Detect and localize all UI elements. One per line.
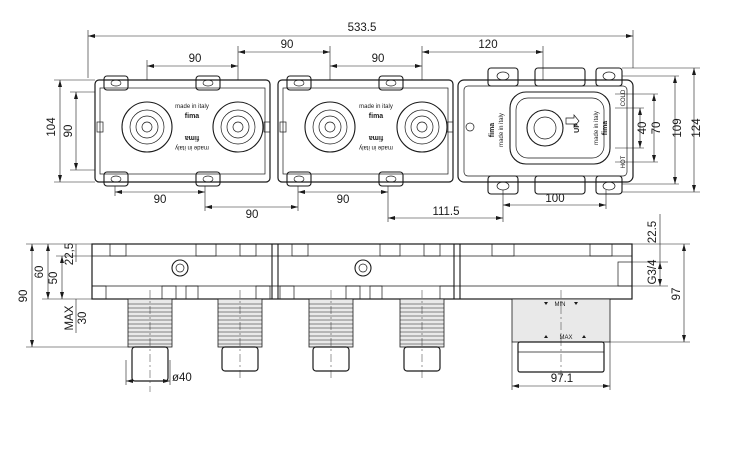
dim-bottom-2: 90: [246, 209, 259, 221]
dim-right-22-5: 22.5: [647, 221, 659, 243]
dim-right-109: 109: [672, 118, 684, 137]
front-view-body: [91, 243, 633, 300]
brand-fima-1b: fima: [185, 134, 200, 141]
dim-bottom-3: 90: [337, 194, 350, 206]
module-middle: made in italy fima made in italy fima: [277, 75, 454, 187]
dim-spacing-2: 90: [281, 39, 294, 51]
dim-right-70: 70: [651, 122, 663, 135]
dim-total-width-label: 533.5: [348, 22, 377, 34]
made-in-italy-1b: made in italy: [175, 144, 209, 150]
brand-fima-2: fima: [369, 113, 384, 120]
made-in-italy-2: made in italy: [359, 104, 393, 110]
dim-spacing-right: 120: [478, 39, 497, 51]
label-cold: COLD: [621, 89, 627, 106]
dim-side-50: 50: [48, 272, 60, 285]
dim-top-spacings: 90 90 90 120: [146, 39, 544, 100]
dim-width-97-1: 97.1: [551, 373, 573, 385]
dim-right-97: 97: [671, 288, 683, 301]
brand-fima-1: fima: [185, 113, 200, 120]
dim-front-right: 22.5 G3/4 97: [610, 214, 690, 343]
dim-right-40: 40: [637, 122, 649, 135]
dim-spacing-3: 90: [372, 53, 385, 65]
dim-left-heights: 104 90: [46, 79, 95, 183]
brand-fima-3: fima: [489, 123, 496, 138]
dim-spacing-1: 90: [189, 53, 202, 65]
label-min: MIN: [555, 302, 566, 308]
dim-side-30: 30: [77, 312, 89, 325]
dim-right-124: 124: [691, 118, 703, 138]
dim-height-90: 90: [63, 125, 75, 138]
dim-side-90: 90: [18, 290, 30, 303]
dim-side-60: 60: [34, 266, 46, 279]
dim-dia-40: ø40: [172, 372, 192, 384]
dim-bottom-5: 100: [545, 193, 564, 205]
label-up: UP: [574, 123, 581, 133]
dim-side-max: MAX: [64, 305, 76, 330]
dim-front-left: 90 60 50 22,5 MAX 30: [18, 243, 130, 348]
made-in-italy-3: made in italy: [499, 113, 505, 147]
dim-right-heights: 40 70 109 124: [615, 67, 703, 193]
dim-side-22-5: 22,5: [64, 243, 76, 265]
dim-bottom-1: 90: [154, 194, 167, 206]
made-in-italy-1: made in italy: [175, 104, 209, 110]
dim-top-view-bottom: 90 90 90 111.5 100: [114, 186, 607, 222]
dim-bottom-4: 111.5: [432, 206, 459, 218]
dim-right-g34: G3/4: [647, 259, 659, 285]
label-max: MAX: [559, 335, 572, 341]
module-left: made in italy fima made in italy fima: [94, 75, 271, 187]
centerlines: [149, 290, 562, 392]
brand-fima-4: fima: [602, 121, 609, 136]
dim-height-104: 104: [46, 117, 58, 137]
made-in-italy-4: made in italy: [594, 111, 600, 145]
dim-front-bottom: ø40 97.1: [125, 342, 611, 390]
module-right: fima made in italy made in italy fima UP…: [457, 67, 634, 195]
dim-total-width: 533.5: [87, 22, 634, 78]
brand-fima-2b: fima: [369, 134, 384, 141]
made-in-italy-2b: made in italy: [359, 144, 393, 150]
